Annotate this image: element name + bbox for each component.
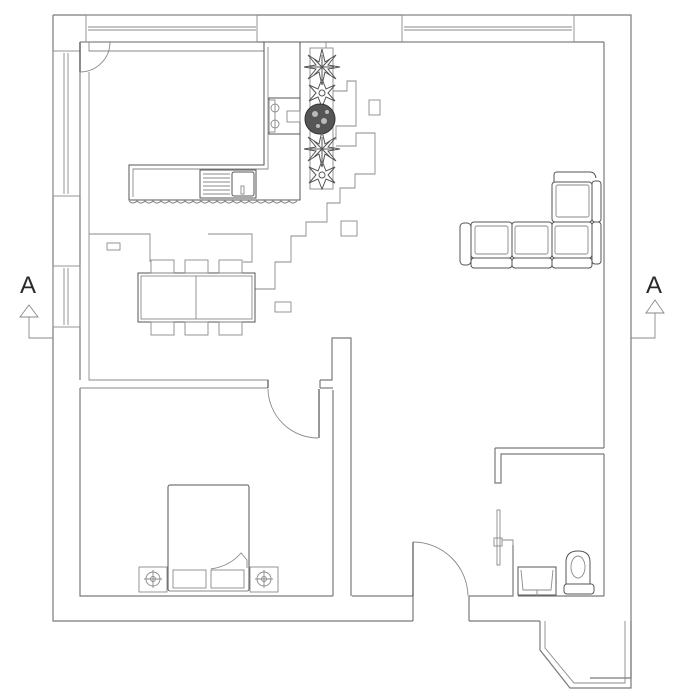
- column-3: [274, 301, 292, 313]
- shower: [493, 509, 514, 566]
- column-1: [368, 99, 381, 116]
- balcony: [539, 621, 632, 689]
- window-left-upper: [52, 50, 81, 197]
- window-left-lower: [52, 265, 81, 328]
- stepped-floor-edge: [89, 80, 376, 290]
- nightstand-right: [249, 566, 279, 593]
- plant-4: [303, 130, 341, 168]
- column-2: [340, 220, 358, 237]
- sink: [199, 169, 257, 199]
- dining-chairs: [150, 259, 243, 336]
- door-entrance[interactable]: [412, 541, 469, 597]
- plant-1: [303, 48, 341, 86]
- window-top-right: [401, 14, 575, 43]
- toilet: [563, 550, 595, 595]
- column-4: [106, 242, 121, 251]
- corner-sofa: [459, 171, 602, 269]
- plant-3-dark: [304, 103, 336, 135]
- nightstand-left: [138, 566, 168, 593]
- kitchen-counter: [88, 42, 301, 204]
- hob: [268, 97, 301, 135]
- section-arrow-left-icon: [19, 304, 39, 318]
- plant-5: [308, 159, 336, 191]
- section-marker-right: A: [631, 272, 665, 339]
- interior-walls: [319, 337, 604, 596]
- washbasin: [517, 566, 557, 596]
- door-kitchen-corner[interactable]: [79, 41, 111, 73]
- dining-table: [137, 272, 256, 323]
- section-label-left: A: [20, 272, 36, 299]
- door-bedroom[interactable]: [267, 380, 320, 439]
- bed: [167, 484, 250, 592]
- section-label-right: A: [646, 272, 662, 299]
- section-arrow-right-icon: [645, 299, 665, 314]
- exterior-walls: [52, 14, 632, 679]
- window-top-left: [85, 14, 258, 43]
- section-marker-left: A: [19, 272, 53, 339]
